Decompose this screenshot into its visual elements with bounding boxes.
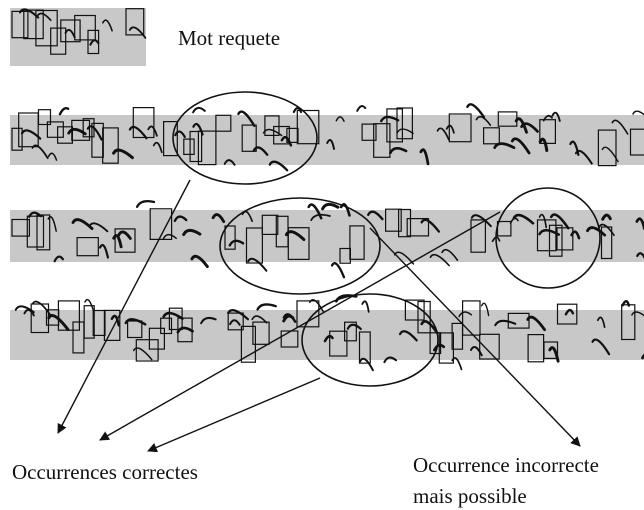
text-line-1 [10, 104, 644, 170]
ink-stroke [357, 106, 365, 111]
incorrect-occurrence-label-line2: mais possible [413, 482, 527, 510]
ink-stroke [332, 263, 344, 277]
arrow-line3-to-correct [148, 378, 320, 451]
ink-stroke [60, 108, 68, 114]
ink-stroke [360, 359, 373, 370]
ink-stroke [193, 108, 205, 112]
text-line-3 [10, 295, 644, 370]
ink-stroke [310, 300, 323, 312]
text-line-2 [10, 201, 644, 277]
ink-stroke [323, 204, 338, 208]
ink-stroke [137, 201, 154, 207]
query-word-label: Mot requete [178, 24, 280, 52]
correct-occurrences-label: Occurrences correctes [12, 458, 198, 486]
incorrect-occurrence-label: Occurrence incorrecte [413, 451, 599, 479]
query-word-image [10, 8, 146, 66]
ink-stroke [258, 304, 276, 309]
